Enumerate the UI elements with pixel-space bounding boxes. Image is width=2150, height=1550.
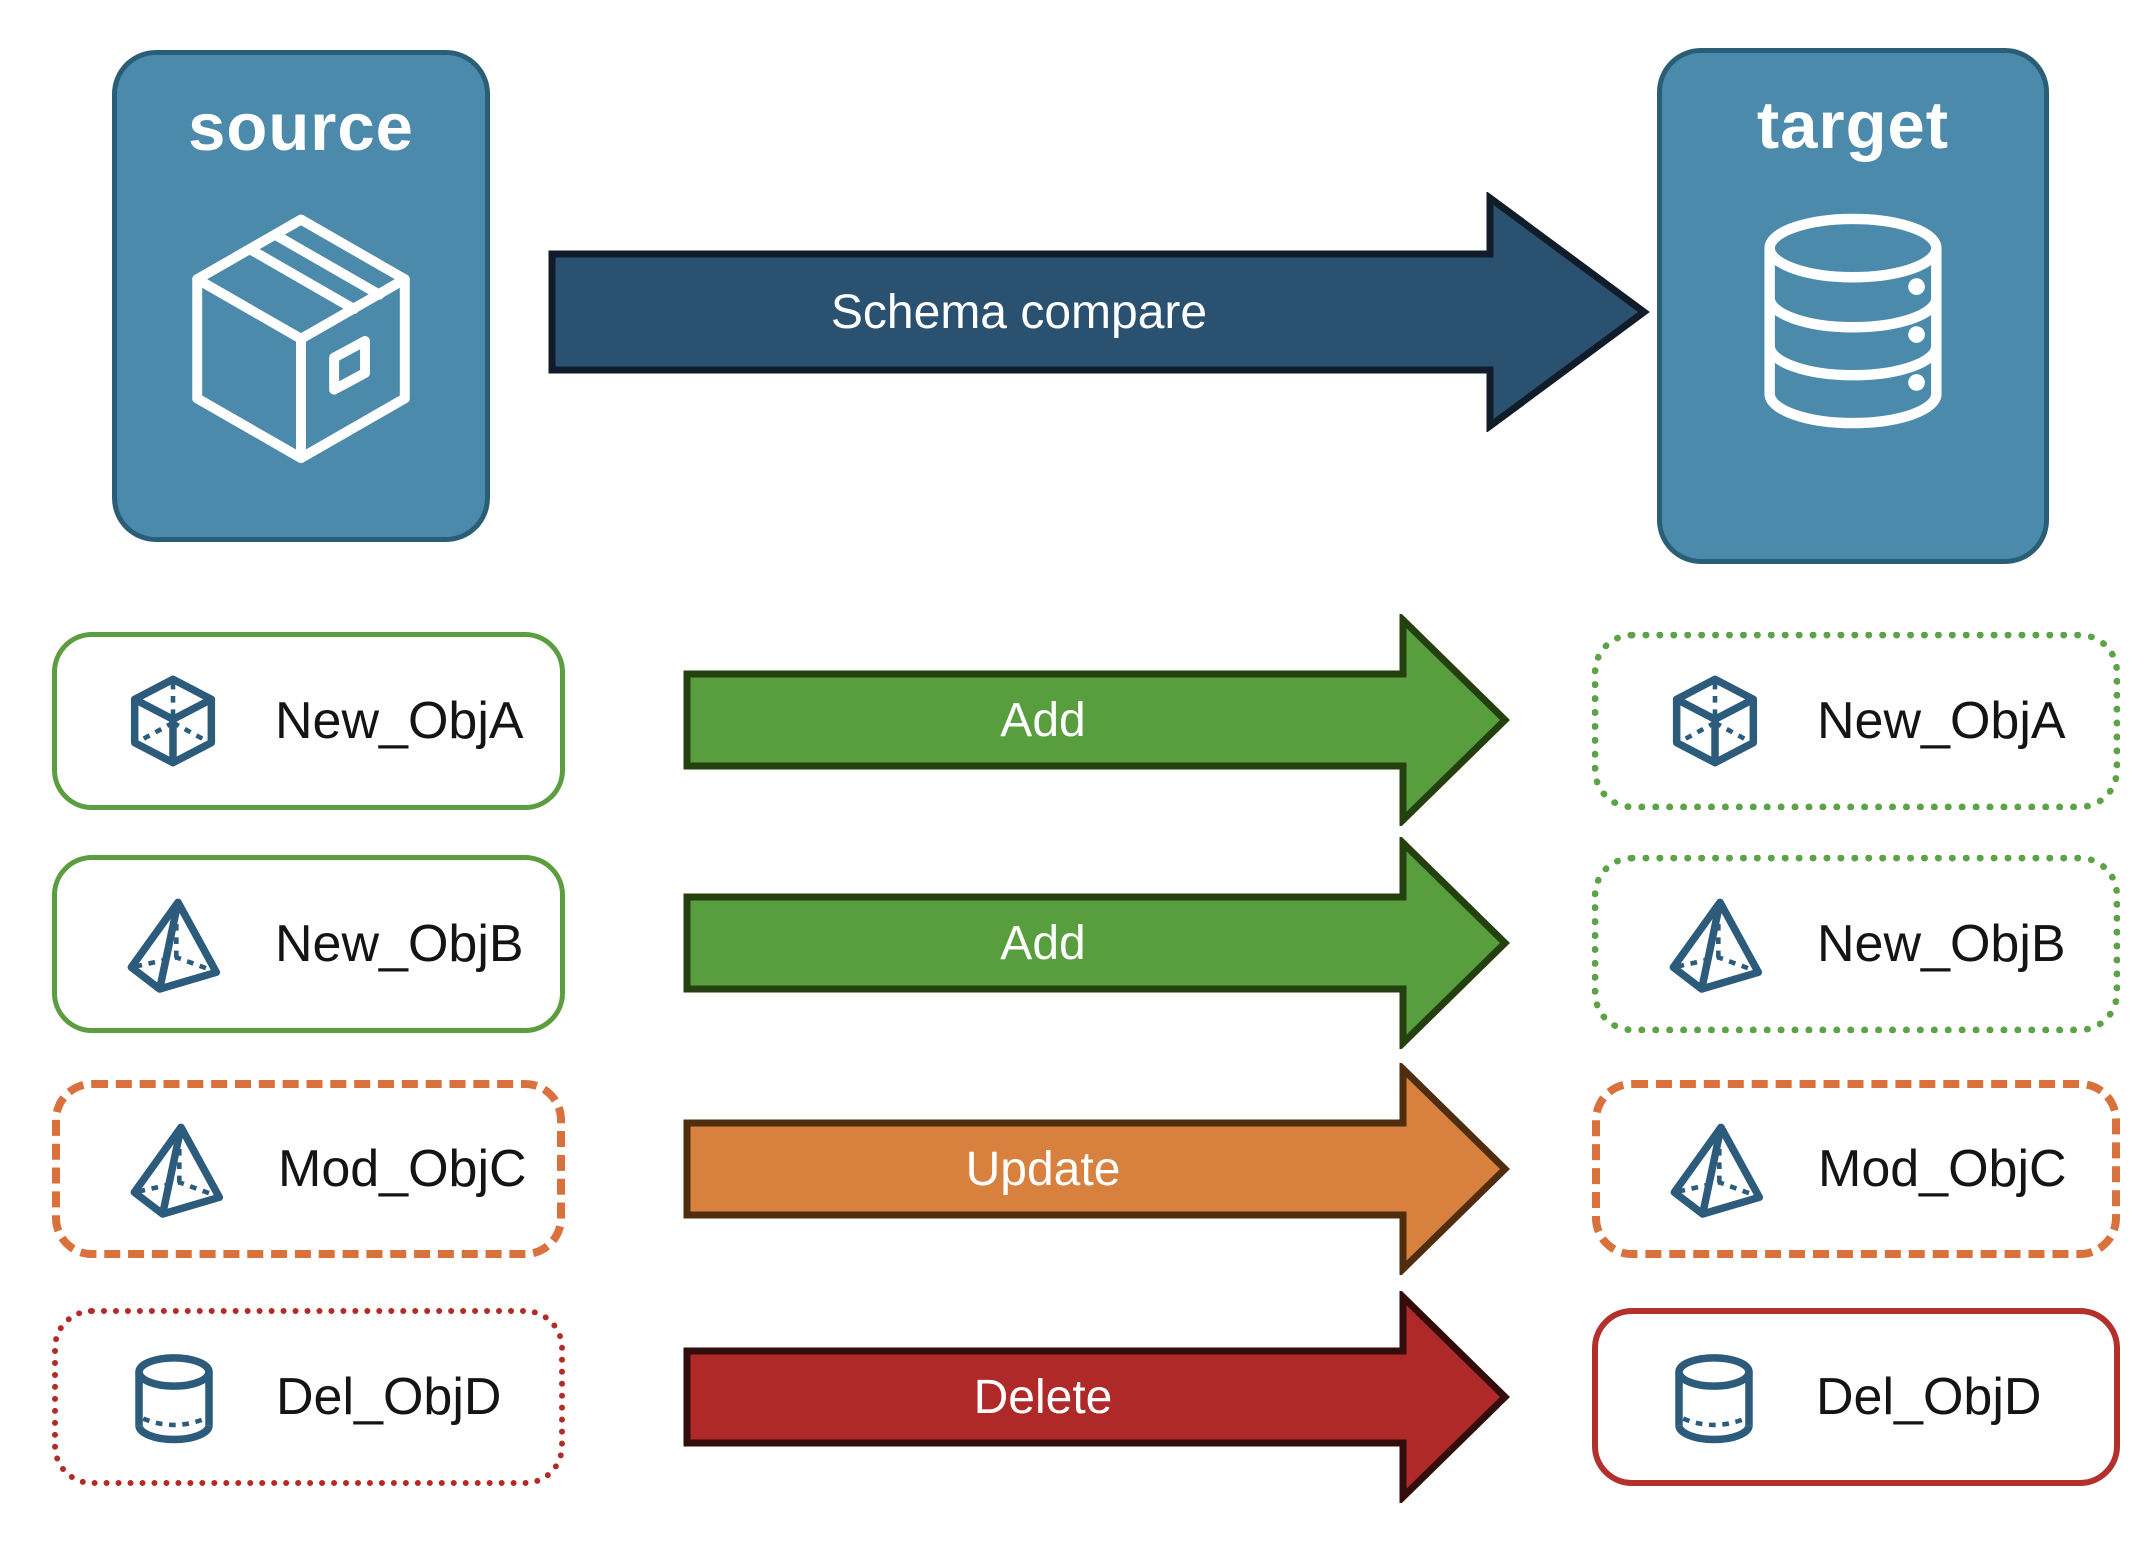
object-label: Mod_ObjC (278, 1140, 527, 1198)
delete-arrow-shape (683, 1291, 1510, 1503)
pyramid-icon (123, 892, 223, 996)
schema-compare-arrow-shape (548, 192, 1650, 432)
cylinder-icon (124, 1345, 224, 1449)
cube-icon (123, 669, 223, 773)
object-label: New_ObjB (1817, 915, 2066, 973)
update-arrow-label: Update (965, 1142, 1121, 1196)
object-label: New_ObjB (275, 915, 524, 973)
add-arrow-row2: Add (683, 837, 1511, 1049)
object-label: New_ObjA (1817, 692, 2066, 750)
source-object-box-mod-objc: Mod_ObjC (52, 1080, 565, 1258)
add-arrow-label: Add (1000, 693, 1086, 747)
target-object-box-new-obja: New_ObjA (1592, 632, 2120, 810)
add-arrow-shape (683, 837, 1510, 1049)
pyramid-icon (1666, 1117, 1766, 1221)
source-card: source (112, 50, 490, 542)
add-arrow-row1: Add (683, 614, 1511, 826)
object-label: Mod_ObjC (1818, 1140, 2067, 1198)
object-label: Del_ObjD (1816, 1368, 2042, 1426)
source-card-title: source (188, 90, 414, 165)
update-arrow-shape (683, 1063, 1510, 1275)
source-object-box-new-obja: New_ObjA (52, 632, 565, 810)
schema-compare-label: Schema compare (830, 285, 1208, 339)
update-arrow: Update (683, 1063, 1511, 1275)
pyramid-icon (1665, 892, 1765, 996)
target-object-box-mod-objc: Mod_ObjC (1592, 1080, 2120, 1258)
target-object-box-new-objb: New_ObjB (1592, 855, 2120, 1033)
target-object-box-del-objd: Del_ObjD (1592, 1308, 2120, 1486)
schema-compare-arrow: Schema compare (548, 192, 1650, 432)
object-label: Del_ObjD (276, 1368, 502, 1426)
cylinder-icon (1664, 1345, 1764, 1449)
add-arrow-shape (683, 614, 1510, 826)
add-arrow-label: Add (1000, 916, 1086, 970)
cube-icon (1665, 669, 1765, 773)
target-card-title: target (1756, 88, 1950, 163)
database-icon (1728, 190, 1978, 452)
delete-arrow-label: Delete (973, 1370, 1113, 1424)
object-label: New_ObjA (275, 692, 524, 750)
delete-arrow: Delete (683, 1291, 1511, 1503)
source-object-box-del-objd: Del_ObjD (52, 1308, 565, 1486)
pyramid-icon (126, 1117, 226, 1221)
source-object-box-new-objb: New_ObjB (52, 855, 565, 1033)
package-box-icon (168, 192, 434, 468)
target-card: target (1657, 48, 2049, 564)
